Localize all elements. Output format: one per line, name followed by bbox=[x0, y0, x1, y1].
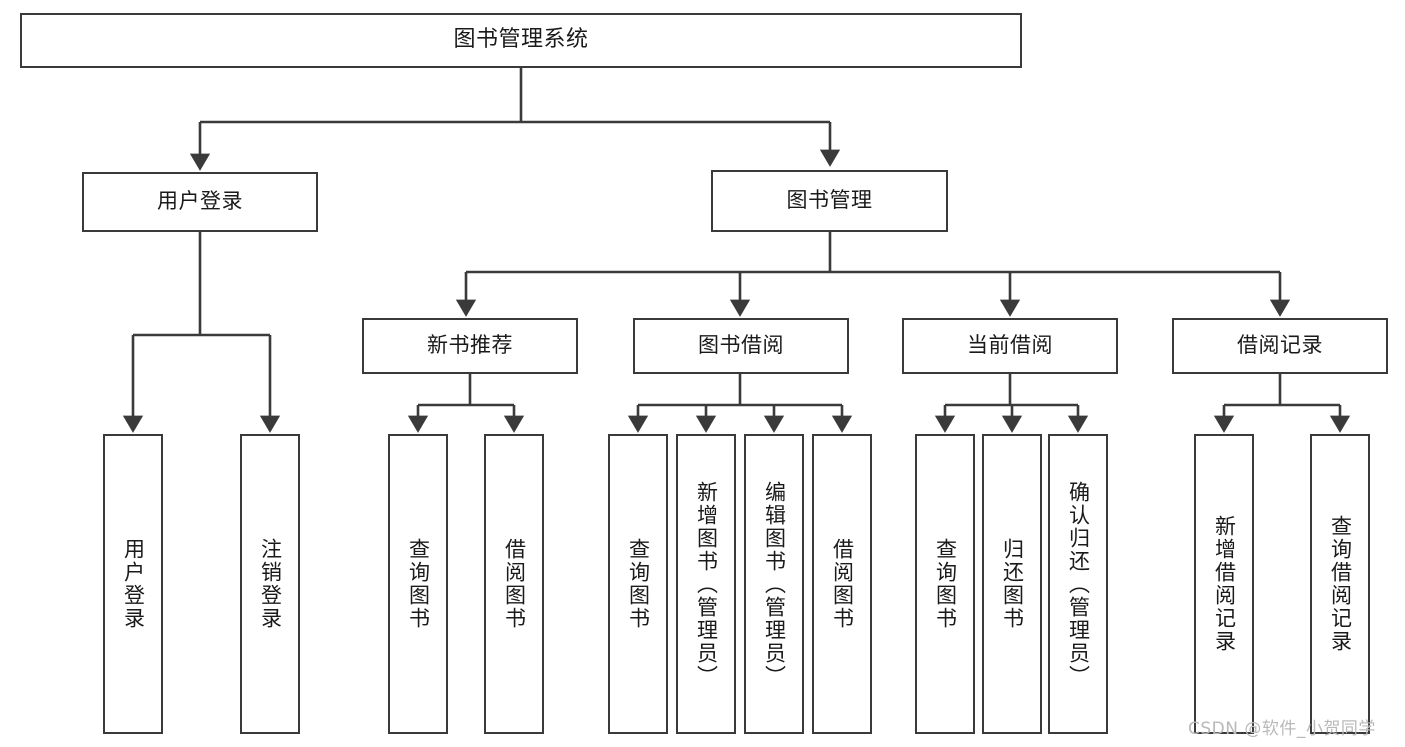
node-label: 查询图书 bbox=[933, 538, 958, 630]
node-label: 当前借阅 bbox=[967, 333, 1053, 358]
node-label: 借阅记录 bbox=[1237, 333, 1323, 358]
node-label: 新书推荐 bbox=[427, 333, 513, 358]
node-label: 编辑图书（管理员） bbox=[762, 480, 787, 688]
node-label: 用户登录 bbox=[157, 189, 243, 214]
node-book-management[interactable]: 图书管理 bbox=[711, 170, 948, 232]
node-label: 借阅图书 bbox=[830, 538, 855, 630]
node-label: 查询借阅记录 bbox=[1328, 515, 1353, 653]
watermark-text: CSDN @软件_小贺同学 bbox=[1188, 719, 1376, 739]
node-borrow-record[interactable]: 借阅记录 bbox=[1172, 318, 1388, 374]
node-label: 图书管理系统 bbox=[453, 27, 589, 53]
node-leaf-query-book-borrow[interactable]: 查询图书 bbox=[608, 434, 668, 734]
node-new-book-recommend[interactable]: 新书推荐 bbox=[362, 318, 578, 374]
node-label: 查询图书 bbox=[406, 538, 431, 630]
node-label: 图书管理 bbox=[786, 188, 873, 213]
node-leaf-add-book[interactable]: 新增图书（管理员） bbox=[676, 434, 736, 734]
node-leaf-query-book-recommend[interactable]: 查询图书 bbox=[388, 434, 448, 734]
node-leaf-query-borrow-record[interactable]: 查询借阅记录 bbox=[1310, 434, 1370, 734]
node-label: 新增图书（管理员） bbox=[694, 480, 719, 688]
node-current-borrow[interactable]: 当前借阅 bbox=[902, 318, 1118, 374]
node-label: 归还图书 bbox=[1000, 538, 1025, 630]
node-leaf-edit-book[interactable]: 编辑图书（管理员） bbox=[744, 434, 804, 734]
node-label: 借阅图书 bbox=[502, 538, 527, 630]
node-leaf-return-book[interactable]: 归还图书 bbox=[982, 434, 1042, 734]
node-book-borrow[interactable]: 图书借阅 bbox=[633, 318, 849, 374]
node-leaf-user-login[interactable]: 用户登录 bbox=[103, 434, 163, 734]
node-user-login[interactable]: 用户登录 bbox=[82, 172, 318, 232]
node-label: 新增借阅记录 bbox=[1212, 515, 1237, 653]
node-leaf-borrow-book-recommend[interactable]: 借阅图书 bbox=[484, 434, 544, 734]
node-label: 查询图书 bbox=[626, 538, 651, 630]
node-leaf-add-borrow-record[interactable]: 新增借阅记录 bbox=[1194, 434, 1254, 734]
node-leaf-confirm-return[interactable]: 确认归还（管理员） bbox=[1048, 434, 1108, 734]
node-leaf-user-logout[interactable]: 注销登录 bbox=[240, 434, 300, 734]
node-leaf-borrow-book[interactable]: 借阅图书 bbox=[812, 434, 872, 734]
node-label: 用户登录 bbox=[121, 538, 146, 630]
node-root-system[interactable]: 图书管理系统 bbox=[20, 13, 1022, 68]
node-label: 注销登录 bbox=[258, 538, 283, 630]
node-label: 确认归还（管理员） bbox=[1066, 480, 1091, 688]
node-label: 图书借阅 bbox=[698, 333, 784, 358]
node-leaf-query-book-current[interactable]: 查询图书 bbox=[915, 434, 975, 734]
